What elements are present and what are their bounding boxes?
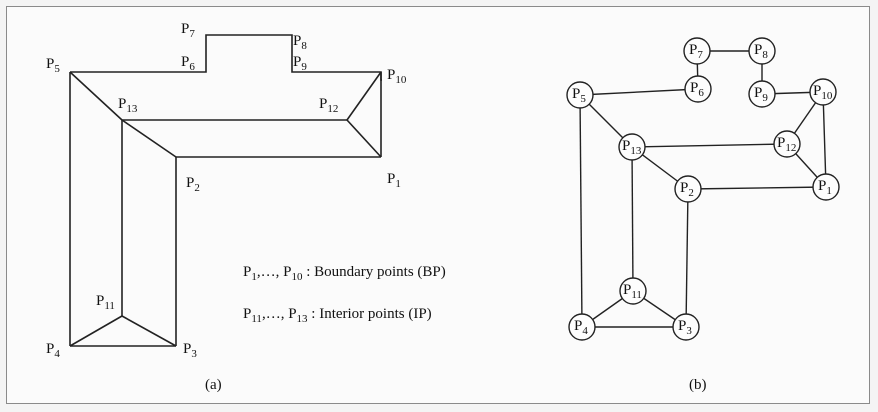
point-a-label-p7: P7 (181, 21, 195, 40)
graph-node-circle (618, 133, 646, 161)
node-b-label-p2: P2 (680, 180, 694, 199)
caption-a: (a) (205, 377, 222, 393)
graph-node-p2: P2 (674, 175, 702, 203)
graph-node-p8: P8 (748, 37, 776, 65)
point-a-label-p2: P2 (186, 175, 200, 194)
point-a-label-p4: P4 (46, 341, 60, 360)
point-a-label-p11: P11 (96, 293, 115, 312)
point-a-label-p9: P9 (293, 54, 307, 73)
graph-edge-p13-p11 (631, 146, 634, 292)
node-b-label-p7: P7 (689, 42, 703, 61)
legend-interior-points: P11,…, P13 : Interior points (IP) (243, 306, 432, 325)
graph-node-circle (773, 130, 801, 158)
graph-node-circle (809, 78, 837, 106)
node-b-label-p1: P1 (818, 178, 832, 197)
edge-p13-p2 (121, 119, 177, 158)
graph-node-circle (566, 81, 594, 109)
graph-edge-p10-p1 (822, 91, 827, 188)
point-a-label-p3: P3 (183, 341, 197, 360)
legend-boundary-points: P1,…, P10 : Boundary points (BP) (243, 264, 446, 283)
point-a-label-p10: P10 (387, 67, 407, 86)
node-b-label-p10: P10 (813, 83, 833, 102)
graph-node-circle (568, 313, 596, 341)
point-a-label-p1: P1 (387, 171, 401, 190)
graph-node-p10: P10 (809, 78, 837, 106)
graph-node-p9: P9 (748, 80, 776, 108)
graph-edge-p2-p1 (687, 186, 827, 190)
graph-node-circle (683, 37, 711, 65)
point-a-label-p13: P13 (118, 96, 138, 115)
graph-edge-p5-p4 (579, 94, 583, 328)
graph-node-p4: P4 (568, 313, 596, 341)
boundary-outline (70, 34, 382, 81)
graph-node-circle (619, 277, 647, 305)
node-b-label-p8: P8 (754, 42, 768, 61)
node-b-label-p6: P6 (690, 80, 704, 99)
graph-node-circle (684, 75, 712, 103)
graph-node-p12: P12 (773, 130, 801, 158)
graph-edge-p2-p3 (685, 188, 689, 328)
graph-edge-p13-p12 (631, 143, 788, 148)
point-a-label-p6: P6 (181, 54, 195, 73)
edge-p12-p1 (346, 119, 382, 158)
graph-node-p1: P1 (812, 173, 840, 201)
figure-a-polygon-diagram (69, 34, 382, 347)
node-b-label-p3: P3 (678, 318, 692, 337)
node-b-label-p11: P11 (623, 282, 642, 301)
point-a-label-p5: P5 (46, 56, 60, 75)
edge-p11-p3 (121, 315, 177, 347)
node-b-label-p9: P9 (754, 85, 768, 104)
node-b-label-p4: P4 (574, 318, 588, 337)
graph-node-p13: P13 (618, 133, 646, 161)
node-b-label-p5: P5 (572, 86, 586, 105)
graph-node-circle (748, 80, 776, 108)
node-b-label-p13: P13 (622, 138, 642, 157)
graph-node-p5: P5 (566, 81, 594, 109)
caption-b: (b) (689, 377, 707, 393)
graph-node-p11: P11 (619, 277, 647, 305)
edge-p5-p13 (69, 71, 123, 121)
graph-node-p6: P6 (684, 75, 712, 103)
point-a-label-p12: P12 (319, 96, 338, 115)
graph-node-circle (672, 313, 700, 341)
node-b-label-p12: P12 (777, 135, 796, 154)
graph-node-circle (812, 173, 840, 201)
graph-node-circle (674, 175, 702, 203)
edge-p11-p4 (69, 315, 123, 347)
graph-node-circle (748, 37, 776, 65)
graph-edge-p5-p6 (579, 88, 699, 96)
edge-p12-p10 (346, 71, 382, 121)
graph-node-p3: P3 (672, 313, 700, 341)
graph-node-p7: P7 (683, 37, 711, 65)
point-a-label-p8: P8 (293, 33, 307, 52)
